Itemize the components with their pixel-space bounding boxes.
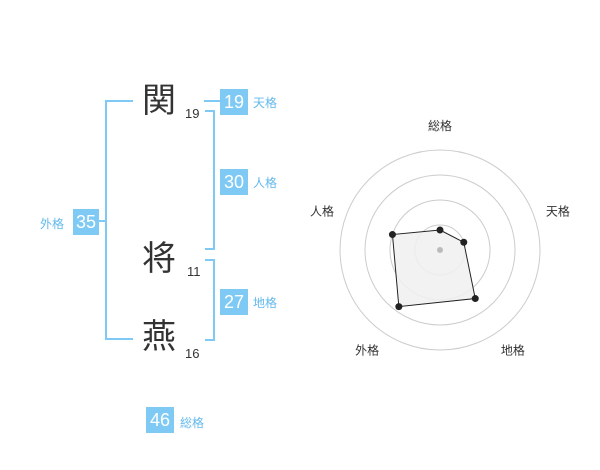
- gaikaku-label: 外格: [40, 217, 65, 231]
- jinkaku-bracket: [205, 110, 215, 250]
- tenkaku-connector: [204, 100, 220, 102]
- radar-axis-label-3: 地格: [501, 342, 525, 357]
- tenkaku-value-badge: 19: [220, 89, 248, 115]
- radar-axis-label-2: 天格: [546, 204, 570, 219]
- radar-point-2: [460, 238, 468, 246]
- chikaku-value-badge: 27: [220, 289, 248, 315]
- gaikaku-value-badge: 35: [73, 209, 99, 235]
- gaikaku-bracket: [105, 100, 133, 340]
- radar-point-5: [388, 231, 396, 239]
- stroke-count-1: 19: [185, 106, 200, 121]
- soukaku-label: 総格: [180, 416, 205, 430]
- radar-axis-label-1: 総格: [428, 118, 452, 133]
- soukaku-value-badge: 46: [146, 407, 174, 433]
- chikaku-bracket: [205, 259, 215, 341]
- stroke-count-2: 11: [187, 264, 201, 279]
- radar-area: [391, 229, 476, 308]
- radar-point-3: [471, 295, 479, 303]
- tenkaku-label: 天格: [253, 96, 278, 110]
- chikaku-label: 地格: [253, 296, 278, 310]
- name-char-3: 燕: [142, 317, 176, 357]
- radar-axis-label-5: 人格: [310, 204, 334, 219]
- radar-point-4: [395, 303, 403, 311]
- name-char-2: 将: [142, 239, 176, 279]
- radar-ring-4: [339, 149, 541, 351]
- radar-ring-3: [364, 174, 516, 326]
- jinkaku-label: 人格: [253, 176, 278, 190]
- name-char-1: 関: [142, 81, 176, 121]
- radar-axis-label-4: 外格: [355, 342, 379, 357]
- jinkaku-value-badge: 30: [220, 169, 248, 195]
- radar-center: [437, 247, 443, 253]
- stroke-count-3: 16: [185, 346, 200, 361]
- radar-point-1: [436, 226, 444, 234]
- gaikaku-connector: [97, 220, 106, 222]
